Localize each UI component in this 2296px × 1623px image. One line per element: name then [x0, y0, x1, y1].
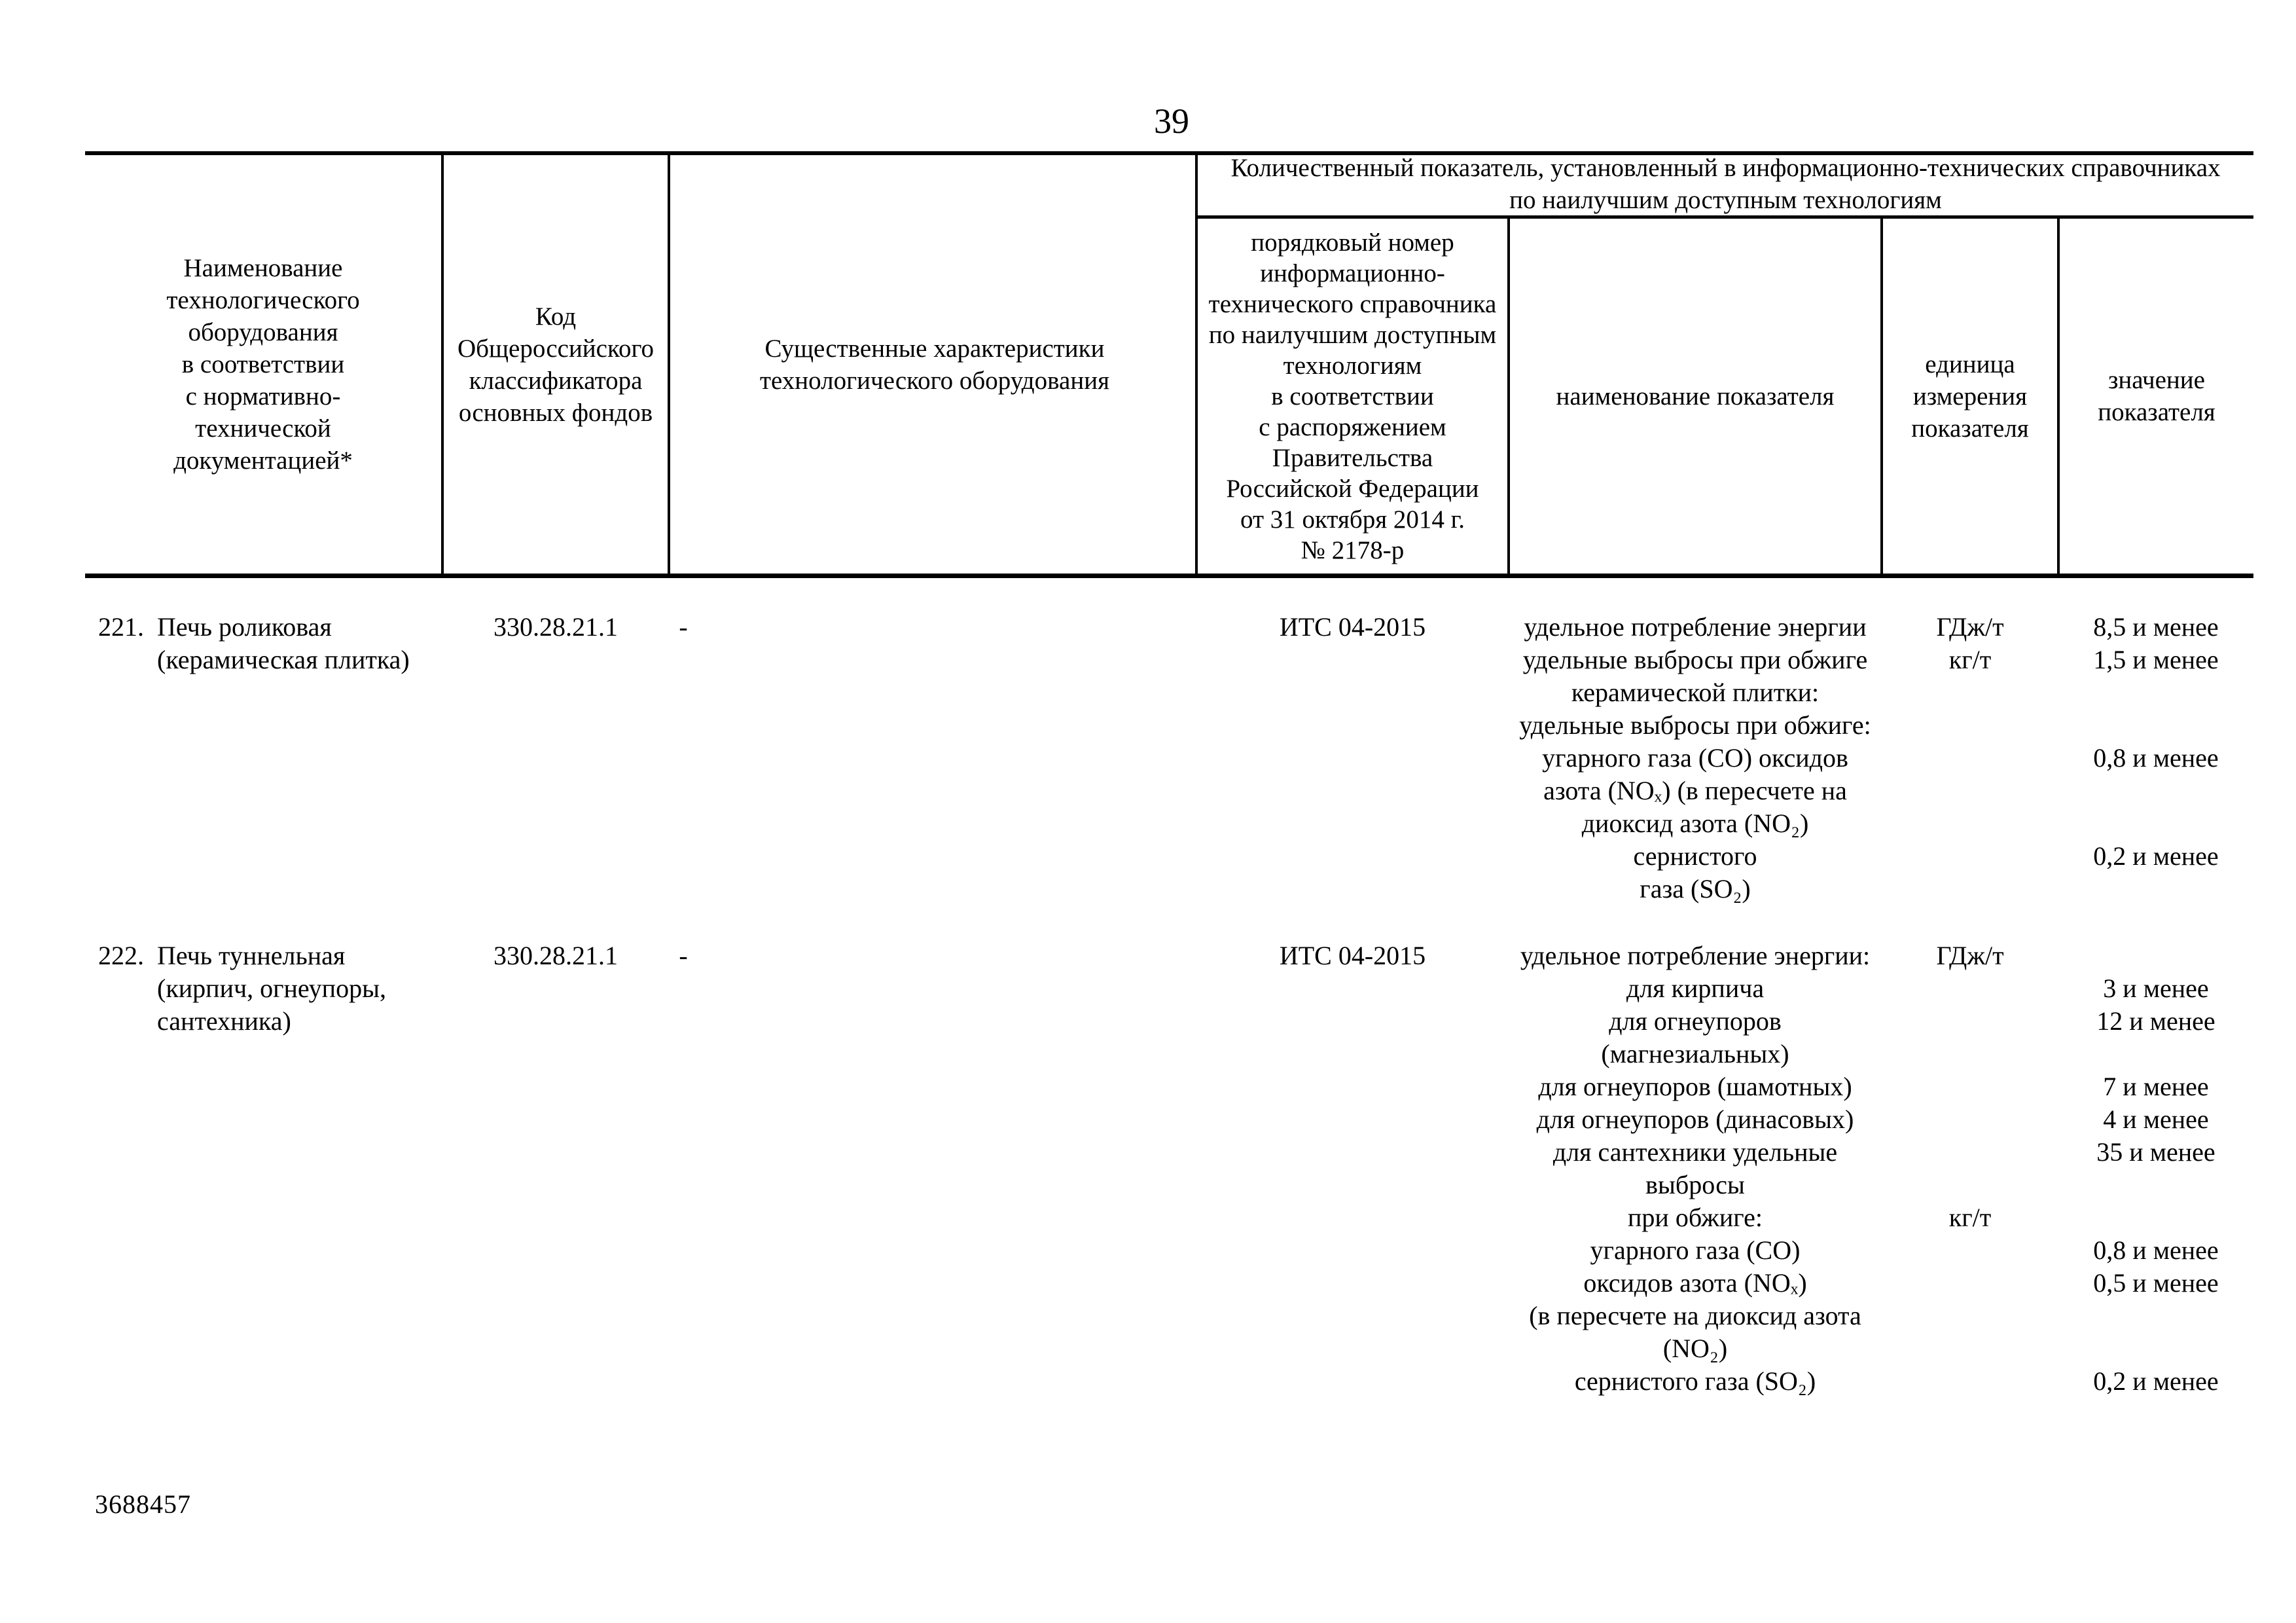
table-border-col3	[1195, 153, 1198, 578]
indicator-line: угарного газа (CO)	[1590, 1235, 1801, 1265]
value-line: 1,5 и менее	[2093, 645, 2219, 674]
indicator-line: оксидов азота (NOₓ)	[1583, 1268, 1807, 1298]
table-border-col6	[2057, 217, 2060, 578]
unit-line: ГДж/т	[1936, 941, 2004, 970]
indicator-line: (NO₂)	[1662, 1334, 1728, 1363]
indicator-line: угарного газа (CO) оксидов	[1542, 743, 1848, 773]
header-quantitative-group: Количественный показатель, установленный…	[1230, 154, 2221, 214]
header-equipment-name: Наименование технологического оборудован…	[166, 254, 360, 475]
indicator-line: диоксид азота (NO₂)	[1581, 809, 1809, 838]
indicator-line: (магнезиальных)	[1601, 1039, 1789, 1068]
value-line: 0,2 и менее	[2093, 1366, 2219, 1396]
header-indicator-name: наименование показателя	[1556, 382, 1835, 410]
indicator-line: для огнеупоров (динасовых)	[1536, 1104, 1854, 1134]
indicator-line: (в пересчете на диоксид азота	[1529, 1301, 1861, 1330]
okof-code: 330.28.21.1	[493, 941, 618, 970]
table-border-top	[85, 151, 2253, 155]
unit-line: кг/т	[1948, 1203, 1992, 1232]
header-characteristics: Существенные характеристики технологичес…	[759, 334, 1110, 395]
header-indicator-unit: единица измерения показателя	[1911, 350, 2029, 443]
indicator-line: для огнеупоров	[1609, 1006, 1782, 1036]
indicator-line: удельное потребление энергии	[1524, 612, 1867, 642]
footer-code: 3688457	[95, 1489, 191, 1519]
equipment-name-line: сантехника)	[157, 1006, 291, 1036]
equipment-name-line: (керамическая плитка)	[157, 645, 410, 674]
table-border-header-bottom	[85, 574, 2253, 578]
indicator-line: керамической плитки:	[1571, 678, 1820, 707]
equipment-name-line: Печь роликовая	[157, 612, 332, 642]
indicator-line: выбросы	[1645, 1170, 1745, 1199]
indicator-line: удельные выбросы при обжиге:	[1519, 710, 1871, 740]
okof-code: 330.28.21.1	[493, 612, 618, 642]
indicator-line: удельные выбросы при обжиге	[1522, 645, 1868, 674]
table-border-col4	[1507, 217, 1510, 578]
header-indicator-value: значение показателя	[2098, 366, 2215, 426]
indicator-line: сернистого	[1633, 841, 1757, 871]
reference-doc: ИТС 04-2015	[1279, 941, 1426, 970]
table-border-group-divider	[1196, 215, 2253, 219]
indicator-line: при обжиге:	[1628, 1203, 1763, 1232]
row-number: 222.	[98, 941, 144, 970]
unit-line: кг/т	[1948, 645, 1992, 674]
indicator-line: азота (NOₓ) (в пересчете на	[1543, 776, 1847, 805]
table-border-col5	[1880, 217, 1883, 578]
value-line: 0,5 и менее	[2093, 1268, 2219, 1298]
indicator-line: удельное потребление энергии:	[1520, 941, 1871, 970]
value-line: 8,5 и менее	[2093, 612, 2219, 642]
value-line: 3 и менее	[2103, 974, 2209, 1003]
equipment-name-line: (кирпич, огнеупоры,	[157, 974, 386, 1003]
indicator-line: для кирпича	[1626, 974, 1765, 1003]
characteristics-dash: -	[679, 941, 688, 970]
characteristics-dash: -	[679, 612, 688, 642]
indicator-line: для огнеупоров (шамотных)	[1538, 1072, 1852, 1101]
page-number: 39	[1154, 101, 1189, 141]
value-line: 0,8 и менее	[2093, 1235, 2219, 1265]
indicator-line: для сантехники удельные	[1552, 1137, 1838, 1167]
row-number: 221.	[98, 612, 144, 642]
value-line: 0,8 и менее	[2093, 743, 2219, 773]
indicator-line: сернистого газа (SO₂)	[1574, 1366, 1816, 1396]
header-okof-code: Код Общероссийского классификатора основ…	[457, 302, 654, 427]
value-line: 4 и менее	[2103, 1104, 2209, 1134]
equipment-name-line: Печь туннельная	[157, 941, 346, 970]
table-border-col1	[441, 153, 444, 578]
value-line: 0,2 и менее	[2093, 841, 2219, 871]
header-reference-doc: порядковый номер информационно- техничес…	[1208, 228, 1497, 564]
reference-doc: ИТС 04-2015	[1279, 612, 1426, 642]
indicator-line: газа (SO₂)	[1640, 874, 1751, 903]
unit-line: ГДж/т	[1936, 612, 2004, 642]
value-line: 7 и менее	[2103, 1072, 2209, 1101]
value-line: 35 и менее	[2096, 1137, 2215, 1167]
table-border-col2	[668, 153, 670, 578]
value-line: 12 и менее	[2096, 1006, 2215, 1036]
